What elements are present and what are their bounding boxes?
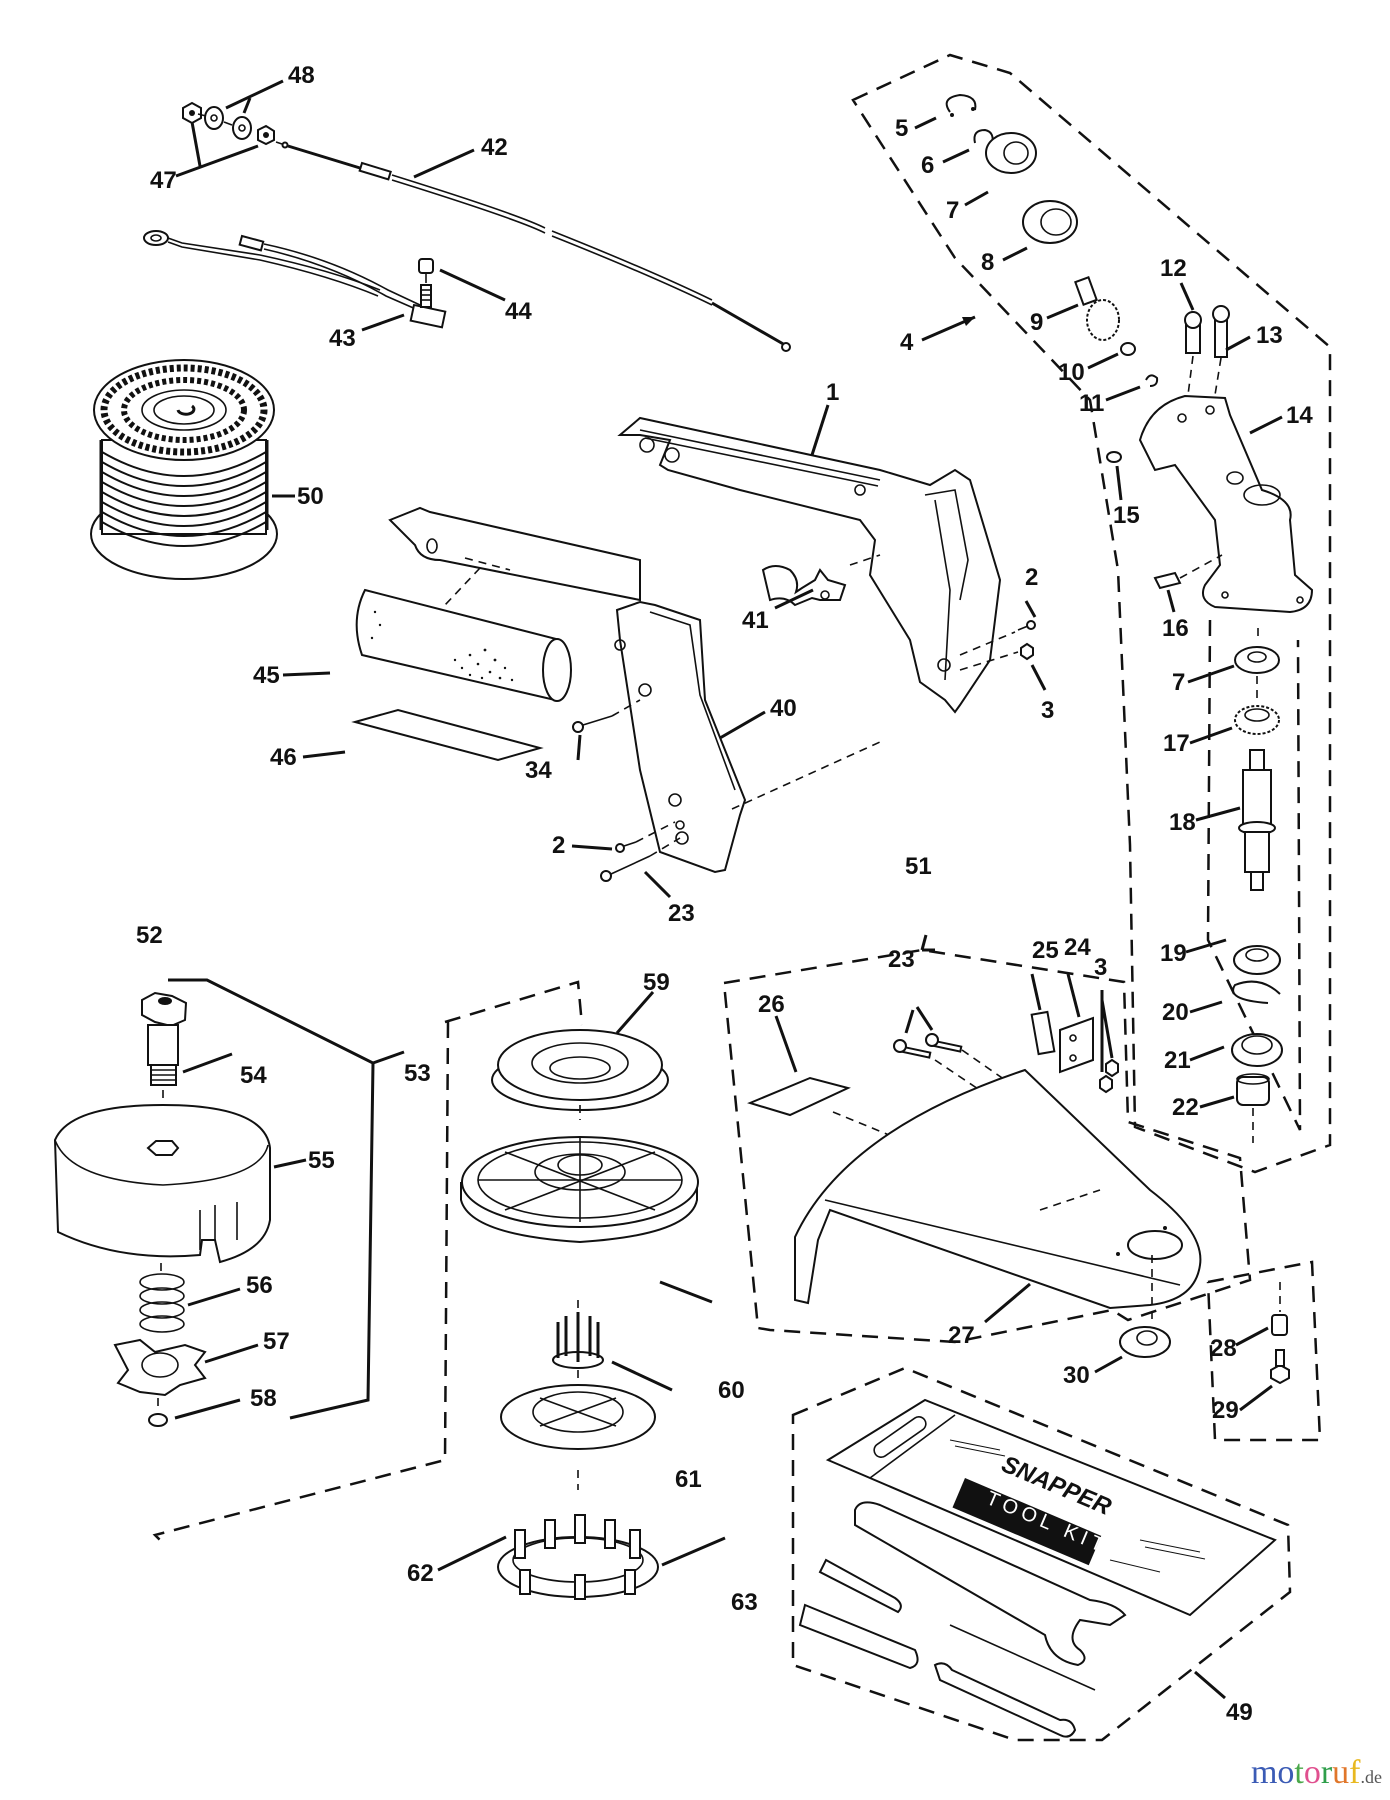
callout-28: 28 (1210, 1335, 1237, 1362)
callout-13: 13 (1256, 322, 1283, 349)
callout-55: 55 (308, 1147, 335, 1174)
callout-23b: 23 (888, 946, 915, 973)
decal-26 (747, 1076, 851, 1117)
mounting-bracket-40 (571, 600, 881, 899)
callout-3b: 3 (1094, 954, 1107, 981)
ground-wire-assembly (143, 230, 506, 332)
callout-7a: 7 (946, 197, 959, 224)
callout-10: 10 (1058, 359, 1085, 386)
watermark-letter: t (1294, 1754, 1304, 1791)
callout-5: 5 (895, 115, 908, 142)
callout-59: 59 (643, 969, 670, 996)
deflector-assembly-51 (722, 934, 1322, 1442)
callout-56: 56 (246, 1272, 273, 1299)
callout-46: 46 (270, 744, 297, 771)
callout-11: 11 (1079, 390, 1104, 417)
callout-16: 16 (1162, 615, 1189, 642)
shaft-tube-assembly (282, 506, 641, 762)
callout-12: 12 (1160, 255, 1187, 282)
callout-54: 54 (240, 1062, 267, 1089)
callout-50: 50 (297, 483, 324, 510)
callout-23a: 23 (668, 900, 695, 927)
ring-terminal (143, 230, 169, 246)
callout-43: 43 (329, 325, 356, 352)
callout-62: 62 (407, 1560, 434, 1587)
callout-14: 14 (1286, 402, 1313, 429)
callout-15: 15 (1113, 502, 1140, 529)
watermark-letter: u (1332, 1754, 1350, 1791)
callout-9: 9 (1030, 309, 1043, 336)
callout-27: 27 (948, 1322, 975, 1349)
callout-2a: 2 (1025, 564, 1038, 591)
terminal-block-43 (409, 303, 447, 329)
washer-48b (232, 116, 252, 140)
callout-60: 60 (718, 1377, 745, 1404)
callout-49: 49 (1226, 1699, 1253, 1726)
throttle-cable-assembly (175, 79, 791, 352)
callout-40: 40 (770, 695, 797, 722)
callout-17: 17 (1163, 730, 1190, 757)
callout-3a: 3 (1041, 697, 1054, 724)
callout-8: 8 (981, 249, 994, 276)
callout-21: 21 (1164, 1047, 1191, 1074)
callout-1: 1 (826, 379, 839, 406)
trimmer-line-spool (90, 359, 295, 580)
callout-4: 4 (900, 329, 914, 356)
watermark-letter: o (1277, 1754, 1295, 1791)
clutch-assembly (53, 978, 405, 1427)
callout-6: 6 (921, 152, 934, 179)
callout-51: 51 (905, 853, 932, 880)
callout-19: 19 (1160, 940, 1187, 967)
handle-assembly-1 (617, 404, 1047, 714)
watermark-logo: motoruf.de (1251, 1754, 1382, 1792)
callout-41: 41 (742, 607, 769, 634)
callout-labels: 1223345677891011121314151617181920212223… (136, 62, 1313, 1726)
decal-46 (351, 708, 544, 762)
callout-57: 57 (263, 1328, 290, 1355)
callout-58: 58 (250, 1385, 277, 1412)
callout-25: 25 (1032, 937, 1059, 964)
cap-44 (418, 258, 434, 274)
callout-53: 53 (404, 1060, 431, 1087)
callout-42: 42 (481, 134, 508, 161)
callout-61: 61 (675, 1466, 702, 1493)
callout-63: 63 (731, 1589, 758, 1616)
callout-26: 26 (758, 991, 785, 1018)
gear-head-assembly-4 (851, 53, 1332, 1174)
callout-2b: 2 (552, 832, 565, 859)
callout-44: 44 (505, 298, 532, 325)
spool-hub-assembly (152, 980, 726, 1600)
watermark-letter: o (1303, 1754, 1321, 1791)
callout-7b: 7 (1172, 669, 1185, 696)
callout-48: 48 (288, 62, 315, 89)
callout-29: 29 (1212, 1397, 1239, 1424)
watermark-letter: m (1250, 1754, 1278, 1791)
watermark-letter: f (1349, 1754, 1361, 1791)
callout-18: 18 (1169, 809, 1196, 836)
washer-48a (204, 106, 224, 130)
callout-52: 52 (136, 922, 163, 949)
callout-24: 24 (1064, 934, 1091, 961)
callout-34: 34 (525, 757, 552, 784)
callout-20: 20 (1162, 999, 1189, 1026)
callout-47: 47 (150, 167, 177, 194)
callout-45: 45 (253, 662, 280, 689)
callout-22: 22 (1172, 1094, 1199, 1121)
tool-kit-49: SNAPPER TOOL KIT (791, 1366, 1292, 1742)
watermark-letter: r (1320, 1754, 1333, 1791)
callout-30: 30 (1063, 1362, 1090, 1389)
watermark-suffix: .de (1360, 1767, 1383, 1787)
